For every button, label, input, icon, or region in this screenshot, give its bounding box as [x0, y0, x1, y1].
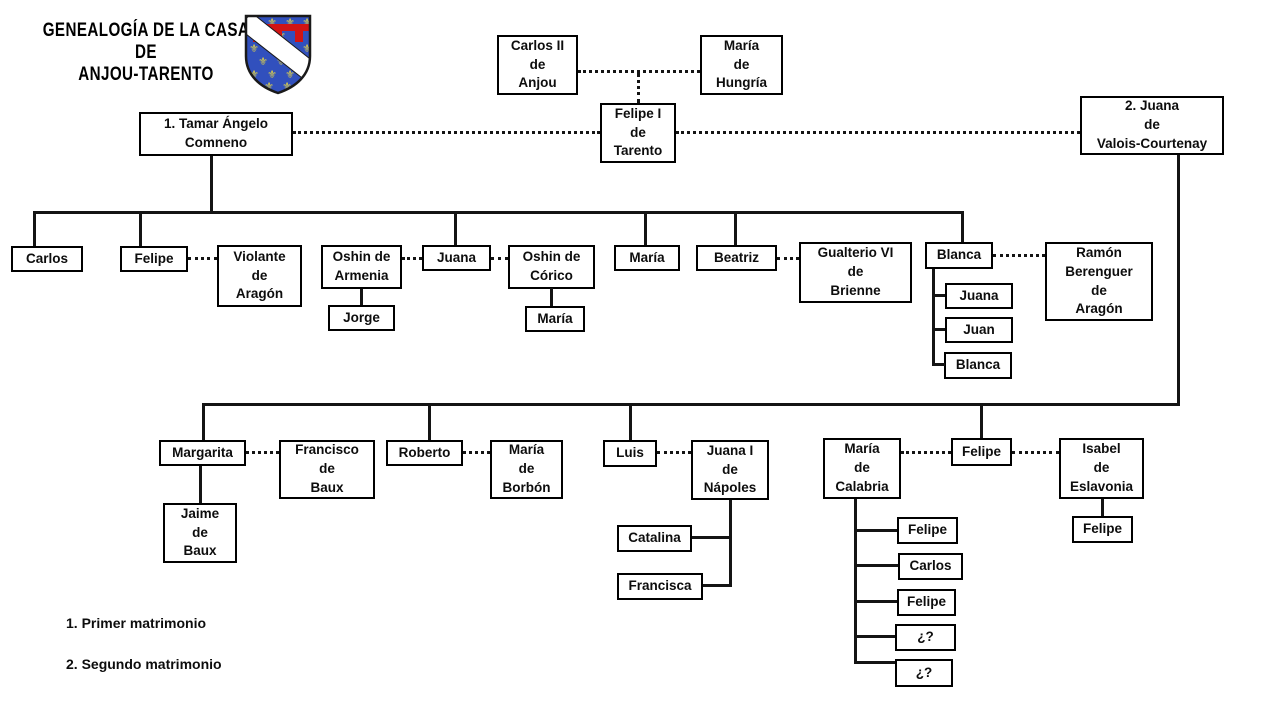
descent-line [961, 211, 964, 242]
descent-line [1177, 155, 1180, 406]
svg-text:⚜: ⚜ [249, 42, 259, 55]
descent-line [729, 500, 732, 587]
node-francisca: Francisca [617, 573, 703, 600]
node-jorge: Jorge [328, 305, 395, 331]
node-maria-de-corico: María [525, 306, 585, 332]
descent-line [854, 635, 895, 638]
sibling-connector-line [33, 211, 964, 214]
node-calabria-child-felipe-1: Felipe [897, 517, 958, 544]
descent-line [703, 584, 732, 587]
node-gualterio-vi-de-brienne: Gualterio VI de Brienne [799, 242, 912, 303]
node-isabel-de-eslavonia: Isabel de Eslavonia [1059, 438, 1144, 499]
node-blanca: Blanca [925, 242, 993, 269]
node-oshin-de-armenia: Oshin de Armenia [321, 245, 402, 289]
node-oshin-de-corico: Oshin de Córico [508, 245, 595, 289]
svg-text:⚜: ⚜ [285, 16, 295, 29]
marriage-dotted-line [402, 257, 422, 260]
svg-text:⚜: ⚜ [258, 55, 268, 68]
marriage-dotted-line [246, 451, 279, 454]
node-carlos: Carlos [11, 246, 83, 272]
descent-line [692, 536, 729, 539]
node-felipe-i-de-tarento: Felipe I de Tarento [600, 103, 676, 163]
descent-line [33, 211, 36, 246]
node-roberto: Roberto [386, 440, 463, 466]
node-ramon-berenguer-de-aragon: Ramón Berenguer de Aragón [1045, 242, 1153, 321]
node-jaime-de-baux: Jaime de Baux [163, 503, 237, 563]
node-calabria-child-unknown-2: ¿? [895, 659, 953, 687]
marriage-dotted-line [293, 131, 600, 134]
marriage-dotted-line [1012, 451, 1059, 454]
descent-line [932, 363, 945, 366]
svg-text:⚜: ⚜ [302, 16, 312, 29]
descent-line [980, 403, 983, 438]
descent-line [360, 289, 363, 305]
marriage-dotted-line [993, 254, 1045, 257]
descent-line [854, 600, 897, 603]
node-blanca-child-juan: Juan [945, 317, 1013, 343]
marriage-dotted-line [657, 451, 691, 454]
marriage-dotted-line [491, 257, 508, 260]
node-margarita: Margarita [159, 440, 246, 466]
descent-dotted-line [637, 73, 640, 103]
node-juana-de-valois-courtenay: 2. Juana de Valois-Courtenay [1080, 96, 1224, 155]
descent-line [932, 294, 945, 297]
descent-line [199, 466, 202, 503]
marriage-dotted-line [578, 70, 700, 73]
marriage-dotted-line [901, 451, 951, 454]
svg-text:⚜: ⚜ [264, 80, 274, 93]
svg-text:⚜: ⚜ [267, 68, 277, 81]
descent-line [932, 328, 945, 331]
descent-line [734, 211, 737, 245]
node-blanca-child-blanca: Blanca [944, 352, 1012, 379]
descent-line [854, 661, 895, 664]
node-francisco-de-baux: Francisco de Baux [279, 440, 375, 499]
node-calabria-child-carlos: Carlos [898, 553, 963, 580]
descent-line [854, 564, 898, 567]
svg-text:⚜: ⚜ [267, 16, 277, 29]
node-calabria-child-felipe-2: Felipe [897, 589, 956, 616]
node-isabel-child-felipe: Felipe [1072, 516, 1133, 543]
marriage-dotted-line [188, 257, 217, 260]
node-violante-de-aragon: Violante de Aragón [217, 245, 302, 307]
marriage-dotted-line [676, 131, 1080, 134]
marriage-dotted-line [777, 257, 799, 260]
descent-line [202, 403, 205, 440]
descent-line [139, 211, 142, 246]
node-maria-de-calabria: María de Calabria [823, 438, 901, 499]
descent-line [644, 211, 647, 245]
node-calabria-child-unknown-1: ¿? [895, 624, 956, 651]
node-carlos-ii-de-anjou: Carlos II de Anjou [497, 35, 578, 95]
node-juana: Juana [422, 245, 491, 271]
descent-line [854, 499, 857, 664]
coat-of-arms: ⚜⚜⚜⚜ ⚜⚜⚜ ⚜⚜⚜⚜ ⚜⚜⚜ ⚜⚜⚜⚜ ⚜⚜ [244, 14, 312, 95]
node-maria: María [614, 245, 680, 271]
node-catalina: Catalina [617, 525, 692, 552]
sibling-connector-line [202, 403, 1180, 406]
node-maria-de-hungria: María de Hungría [700, 35, 783, 95]
svg-text:⚜: ⚜ [249, 68, 259, 81]
svg-text:⚜: ⚜ [302, 42, 312, 55]
node-beatriz: Beatriz [696, 245, 777, 271]
descent-line [550, 288, 553, 306]
descent-line [932, 269, 935, 366]
node-juana-i-de-napoles: Juana I de Nápoles [691, 440, 769, 500]
node-luis: Luis [603, 440, 657, 467]
descent-line [454, 211, 457, 245]
node-felipe-ii: Felipe [951, 438, 1012, 466]
diagram-title: GENEALOGÍA DE LA CASA DE ANJOU-TARENTO [42, 20, 250, 85]
descent-line [629, 403, 632, 440]
node-felipe: Felipe [120, 246, 188, 272]
svg-text:⚜: ⚜ [282, 80, 292, 93]
node-tamar-angelo-comneno: 1. Tamar Ángelo Comneno [139, 112, 293, 156]
svg-text:⚜: ⚜ [285, 68, 295, 81]
legend-second-marriage: 2. Segundo matrimonio [66, 656, 222, 672]
descent-line [210, 156, 213, 214]
node-blanca-child-juana: Juana [945, 283, 1013, 309]
marriage-dotted-line [463, 451, 490, 454]
descent-line [854, 529, 897, 532]
descent-line [1101, 499, 1104, 516]
node-maria-de-borbon: María de Borbón [490, 440, 563, 499]
descent-line [428, 403, 431, 440]
legend-first-marriage: 1. Primer matrimonio [66, 615, 207, 631]
